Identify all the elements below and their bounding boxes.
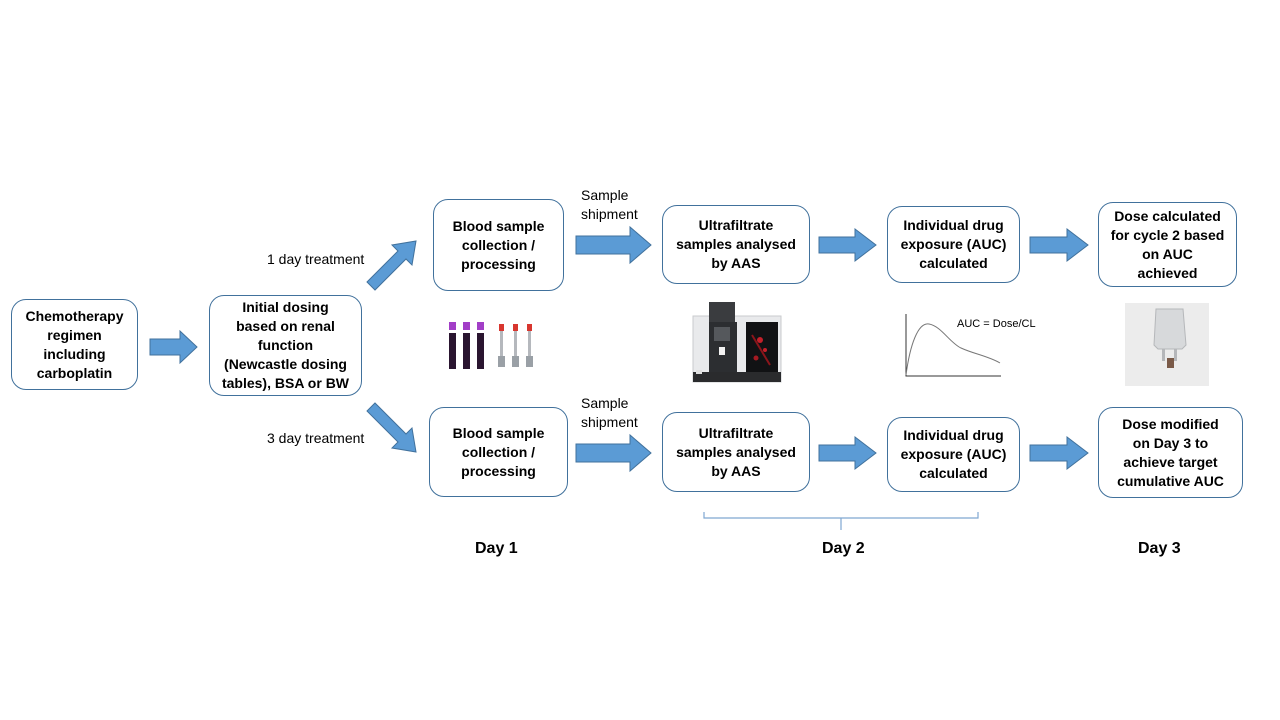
box-text-line: regimen	[47, 326, 102, 343]
box-text-line: collection /	[461, 236, 536, 253]
box-text-line: samples analysed	[676, 443, 796, 460]
label-auc-formula: AUC = Dose/CL	[957, 318, 1036, 330]
arrow-ultra-to-auc-bottom	[818, 435, 877, 471]
spectrometer-icon	[692, 302, 782, 383]
box-text-line: Dose calculated	[1114, 207, 1221, 224]
box-text-line: exposure (AUC)	[900, 236, 1007, 252]
box-text-line: exposure (AUC)	[900, 446, 1007, 462]
box-text-line: Individual drug	[903, 217, 1004, 233]
box-text-line: tables), BSA or BW	[221, 375, 350, 391]
box-text-line: including	[43, 345, 106, 362]
box-text-line: processing	[461, 462, 536, 479]
arrow-auc-to-dose-top	[1029, 227, 1089, 263]
box-dose-modified: Dose modified on Day 3 to achieve target…	[1098, 407, 1243, 498]
arrow-to-three-day	[366, 402, 417, 453]
box-text-line: Initial dosing	[242, 299, 329, 315]
box-text-line: Dose modified	[1122, 415, 1219, 432]
box-text-line: by AAS	[711, 462, 761, 479]
box-text-line: on AUC	[1142, 245, 1193, 262]
arrow-shipment-top	[575, 225, 652, 265]
arrow-chemo-to-initial	[149, 329, 198, 365]
label-one-day-treatment: 1 day treatment	[267, 251, 365, 267]
box-text-line: by AAS	[711, 255, 761, 271]
iv-bag-icon	[1125, 303, 1209, 386]
arrow-to-one-day	[366, 240, 417, 291]
box-ultrafiltrate-bottom: Ultrafiltrate samples analysed by AAS	[662, 412, 810, 492]
box-text-line: for cycle 2 based	[1110, 226, 1225, 243]
box-initial-dosing: Initial dosing based on renal function (…	[209, 295, 362, 396]
box-blood-sample-bottom: Blood sample collection / processing	[429, 407, 568, 497]
box-text-line: Chemotherapy	[25, 307, 124, 324]
box-text-line: function	[257, 337, 314, 353]
box-text-line: on Day 3 to	[1132, 434, 1209, 451]
box-text-line: Individual drug	[903, 427, 1004, 443]
label-day-1: Day 1	[475, 540, 518, 557]
label-day-2: Day 2	[822, 540, 865, 557]
label-shipment-bottom-line2: shipment	[581, 414, 638, 430]
box-text-line: collection /	[461, 443, 536, 460]
box-blood-sample-top: Blood sample collection / processing	[433, 199, 564, 291]
box-text-line: Ultrafiltrate	[698, 424, 774, 441]
arrow-ultra-to-auc-top	[818, 227, 877, 263]
box-text-line: Ultrafiltrate	[698, 217, 774, 233]
arrow-auc-to-dose-bottom	[1029, 435, 1089, 471]
arrow-shipment-bottom	[575, 433, 652, 473]
box-ultrafiltrate-top: Ultrafiltrate samples analysed by AAS	[662, 205, 810, 284]
label-shipment-top-line1: Sample	[581, 187, 629, 203]
box-text-line: Blood sample	[452, 424, 545, 441]
box-text-line: cumulative AUC	[1117, 472, 1224, 489]
box-text-line: Blood sample	[452, 217, 545, 234]
box-auc-bottom: Individual drug exposure (AUC) calculate…	[887, 417, 1020, 492]
label-day-3: Day 3	[1138, 540, 1181, 557]
box-text-line: calculated	[919, 465, 988, 481]
day2-bracket	[703, 512, 979, 530]
box-chemotherapy-regimen: Chemotherapy regimen including carboplat…	[11, 299, 138, 390]
blood-tubes-icon	[449, 322, 533, 369]
box-text-line: based on renal	[236, 318, 335, 334]
box-text-line: carboplatin	[36, 364, 113, 381]
box-text-line: calculated	[919, 255, 988, 271]
box-text-line: achieved	[1137, 264, 1198, 281]
box-auc-top: Individual drug exposure (AUC) calculate…	[887, 206, 1020, 283]
box-dose-cycle2: Dose calculated for cycle 2 based on AUC…	[1098, 202, 1237, 287]
box-text-line: processing	[461, 255, 536, 272]
box-text-line: achieve target	[1123, 453, 1218, 470]
box-text-line: (Newcastle dosing	[224, 356, 347, 372]
label-three-day-treatment: 3 day treatment	[267, 430, 365, 446]
label-shipment-bottom-line1: Sample	[581, 395, 629, 411]
label-shipment-top-line2: shipment	[581, 206, 638, 222]
box-text-line: samples analysed	[676, 236, 796, 252]
